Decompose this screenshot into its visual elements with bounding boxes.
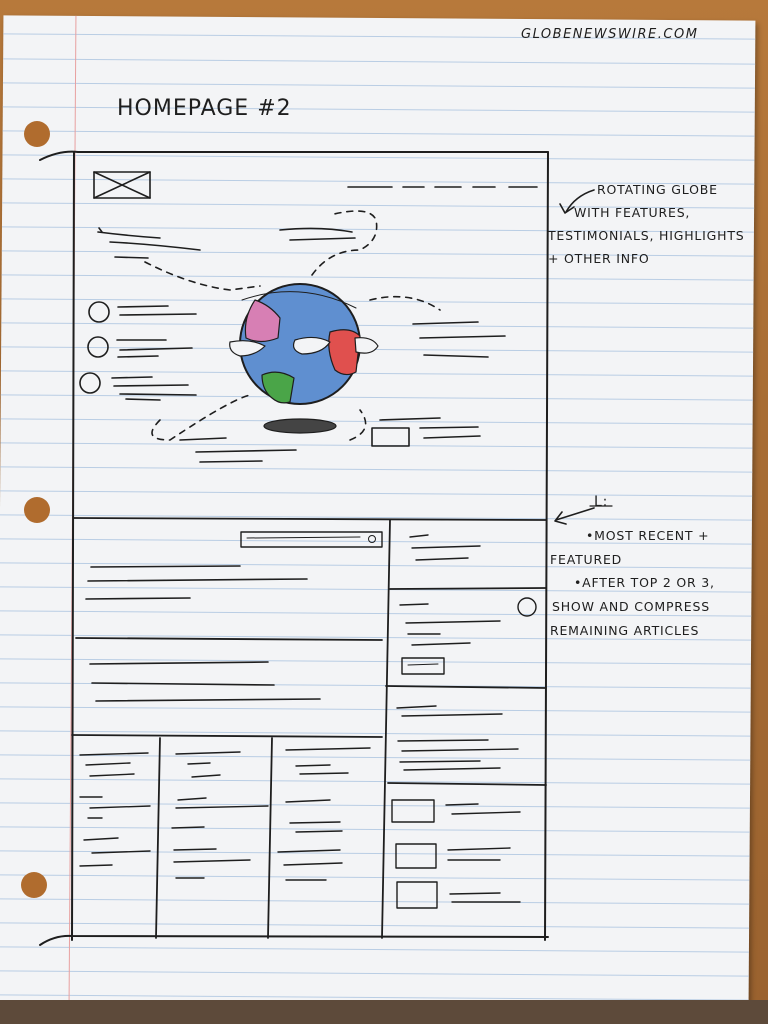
- feature-bullet-icon: [88, 301, 110, 323]
- thumbnail-placeholder: [391, 799, 435, 823]
- page-title: HOMEPAGE #2: [117, 96, 292, 121]
- hero-section: [79, 171, 538, 463]
- site-url: GLOBENEWSWIRE.COM: [521, 27, 699, 42]
- featured-article-1: [85, 565, 308, 600]
- cta-button-placeholder: [371, 427, 410, 447]
- binder-hole-bottom: [21, 872, 47, 898]
- note-articles-line: •MOST RECENT +: [586, 528, 710, 543]
- compressed-articles-grid: [79, 737, 371, 939]
- search-icon: [368, 535, 376, 543]
- note-articles-line: REMAINING ARTICLES: [550, 623, 700, 638]
- binder-hole-top: [24, 121, 50, 147]
- floor-strip: [0, 1000, 768, 1024]
- note-globe-line: ROTATING GLOBE: [597, 182, 718, 197]
- orbit-path-dashed: [144, 210, 441, 441]
- note-articles-line: SHOW AND COMPRESS: [552, 599, 710, 614]
- note-globe-line: TESTIMONIALS, HIGHLIGHTS: [548, 228, 745, 243]
- read-more-button: [401, 657, 445, 675]
- note-articles-line: •AFTER TOP 2 OR 3,: [574, 575, 715, 590]
- binder-hole-middle: [24, 497, 50, 523]
- highlight-text-right: [412, 321, 506, 358]
- feature-bullet-icon: [79, 372, 101, 394]
- content-section: [71, 517, 547, 939]
- hero-text-left: [97, 227, 201, 259]
- sidebar-articles: [385, 534, 547, 909]
- search-bar: [240, 531, 383, 548]
- featured-article-2: [89, 661, 321, 702]
- wireframe-frame: [39, 150, 549, 946]
- note-globe-line: + OTHER INFO: [548, 251, 650, 266]
- note-globe-line: WITH FEATURES,: [574, 205, 691, 220]
- feature-list: [79, 301, 197, 401]
- note-articles-line: FEATURED: [550, 552, 623, 567]
- note-articles-heading: L:: [594, 494, 609, 510]
- rotating-globe-icon: [229, 283, 379, 434]
- testimonial-block: [179, 417, 481, 463]
- hero-text-right: [279, 227, 356, 241]
- annotation-arrows: [554, 189, 613, 525]
- feature-bullet-icon: [87, 336, 109, 358]
- logo-placeholder-icon: [93, 171, 151, 199]
- arrow-icon: [559, 189, 595, 214]
- thumbnail-placeholder: [396, 881, 438, 909]
- arrow-icon: [554, 507, 595, 525]
- binder-holes: [21, 121, 50, 898]
- thumbnail-placeholder: [395, 843, 437, 869]
- globe-shadow: [263, 418, 337, 434]
- sidebar-avatar-icon: [517, 597, 537, 617]
